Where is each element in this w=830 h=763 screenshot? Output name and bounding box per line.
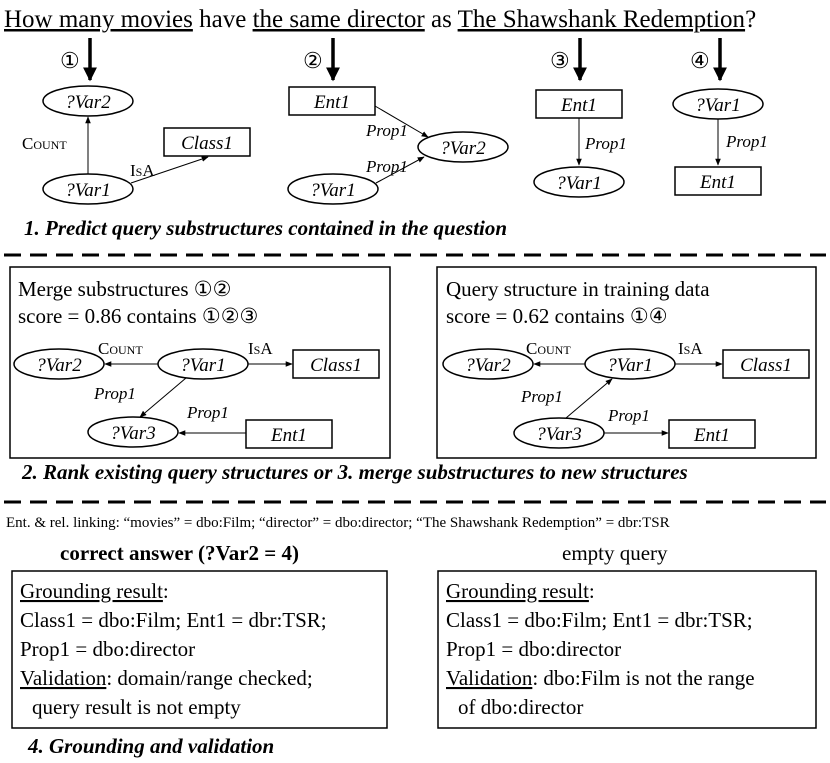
node-ent1	[245, 419, 333, 449]
edge-prop1-a	[374, 105, 429, 138]
svg-text:Ent1: Ent1	[313, 92, 350, 113]
right-validation-line: Validation: dbo:Film is not the range	[446, 666, 755, 690]
left-validation-line-2: query result is not empty	[32, 695, 241, 719]
edge-prop1-a	[565, 378, 613, 419]
left-grounding-heading: Grounding result:	[20, 579, 169, 603]
step-2-caption: 2. Rank existing query structures or 3. …	[21, 460, 688, 484]
svg-text:?Var1: ?Var1	[607, 355, 652, 376]
merge-graph: ?Var2 ?Var1 Class1 ?Var3 Ent1 Count IsA …	[13, 339, 380, 449]
svg-text:?Var2: ?Var2	[65, 92, 111, 113]
svg-text:?Var3: ?Var3	[110, 423, 155, 444]
marker-4: ④	[690, 48, 710, 73]
svg-text:?Var1: ?Var1	[310, 180, 355, 201]
svg-text:?Var1: ?Var1	[65, 180, 110, 201]
edge-prop1-a	[139, 377, 187, 418]
question-movies: How many movies	[4, 6, 193, 33]
right-validation-line-2: of dbo:director	[458, 695, 583, 719]
svg-text:Class1: Class1	[310, 355, 362, 376]
label-prop1: Prop1	[725, 132, 768, 151]
left-result-box	[11, 570, 388, 729]
question-sentence: How many movies have the same director a…	[4, 6, 756, 33]
label-isa: IsA	[130, 161, 155, 180]
label-isa: IsA	[678, 339, 703, 358]
node-ent1	[674, 166, 762, 196]
marker-2: ②	[303, 48, 323, 73]
label-count: Count	[98, 339, 143, 358]
label-prop1: Prop1	[584, 134, 627, 153]
node-class1	[163, 127, 251, 157]
right-grounding-heading: Grounding result:	[446, 579, 595, 603]
svg-text:Ent1: Ent1	[270, 425, 307, 446]
node-var1	[533, 166, 625, 198]
label-prop1-a: Prop1	[93, 384, 136, 403]
marker-1: ①	[60, 48, 80, 73]
node-var2	[417, 131, 509, 163]
node-ent1	[288, 86, 376, 116]
node-var2	[13, 348, 105, 380]
node-class1	[722, 349, 810, 379]
edge-prop1-b	[375, 156, 425, 184]
empty-query-label: empty query	[562, 541, 668, 565]
right-grounding-line-2: Prop1 = dbo:director	[446, 637, 621, 661]
linking-text: Ent. & rel. linking: “movies” = dbo:Film…	[6, 515, 670, 531]
node-var2	[42, 85, 134, 117]
label-prop1-a: Prop1	[520, 387, 563, 406]
label-count: Count	[526, 339, 571, 358]
right-result-box	[437, 570, 817, 729]
substructure-1: ?Var2 ?Var1 Class1 Count IsA	[22, 85, 251, 205]
training-box	[436, 266, 817, 459]
node-ent1	[535, 89, 623, 119]
svg-text:?Var3: ?Var3	[536, 424, 581, 445]
step-1-caption: 1. Predict query substructures contained…	[24, 216, 507, 240]
right-grounding-line-1: Class1 = dbo:Film; Ent1 = dbr:TSR;	[446, 608, 753, 632]
node-var3	[87, 416, 179, 448]
svg-text:Ent1: Ent1	[693, 425, 730, 446]
edge-isa	[130, 156, 209, 184]
label-isa: IsA	[248, 339, 273, 358]
svg-text:?Var1: ?Var1	[180, 355, 225, 376]
marker-3: ③	[550, 48, 570, 73]
step-4-caption: 4. Grounding and validation	[27, 734, 274, 758]
training-title: Query structure in training data	[446, 277, 710, 301]
question-director: the same director	[253, 6, 426, 33]
svg-text:?Var1: ?Var1	[556, 173, 601, 194]
label-prop1-a: Prop1	[365, 121, 408, 140]
training-graph: ?Var2 ?Var1 Class1 ?Var3 Ent1 Count IsA …	[442, 339, 810, 449]
svg-text:?Var2: ?Var2	[36, 355, 82, 376]
svg-text:?Var1: ?Var1	[695, 95, 740, 116]
svg-text:?Var2: ?Var2	[465, 355, 511, 376]
label-prop1-b: Prop1	[365, 157, 408, 176]
substructure-3: Ent1 Prop1 ?Var1	[533, 89, 627, 198]
label-count: Count	[22, 134, 67, 153]
node-class1	[292, 349, 380, 379]
left-validation-line: Validation: domain/range checked;	[20, 666, 313, 690]
label-prop1-b: Prop1	[186, 403, 229, 422]
substructure-4: ?Var1 Prop1 Ent1	[672, 88, 768, 196]
node-var1	[287, 173, 379, 205]
merge-title: Merge substructures ①②	[18, 277, 231, 301]
svg-text:Ent1: Ent1	[560, 95, 597, 116]
svg-text:Ent1: Ent1	[699, 172, 736, 193]
question-entity: The Shawshank Redemption	[458, 6, 746, 33]
substructure-2: Ent1 ?Var2 ?Var1 Prop1 Prop1	[287, 86, 509, 205]
merge-score: score = 0.86 contains ①②③	[18, 304, 258, 328]
node-var2	[442, 348, 534, 380]
svg-text:?Var2: ?Var2	[440, 138, 486, 159]
label-prop1-b: Prop1	[607, 406, 650, 425]
correct-answer-label: correct answer (?Var2 = 4)	[60, 541, 299, 565]
left-grounding-line-2: Prop1 = dbo:director	[20, 637, 195, 661]
merge-box	[9, 266, 391, 459]
svg-text:Class1: Class1	[740, 355, 792, 376]
training-score: score = 0.62 contains ①④	[446, 304, 668, 328]
left-grounding-line-1: Class1 = dbo:Film; Ent1 = dbr:TSR;	[20, 608, 327, 632]
svg-text:Class1: Class1	[181, 133, 233, 154]
node-ent1	[668, 419, 756, 449]
